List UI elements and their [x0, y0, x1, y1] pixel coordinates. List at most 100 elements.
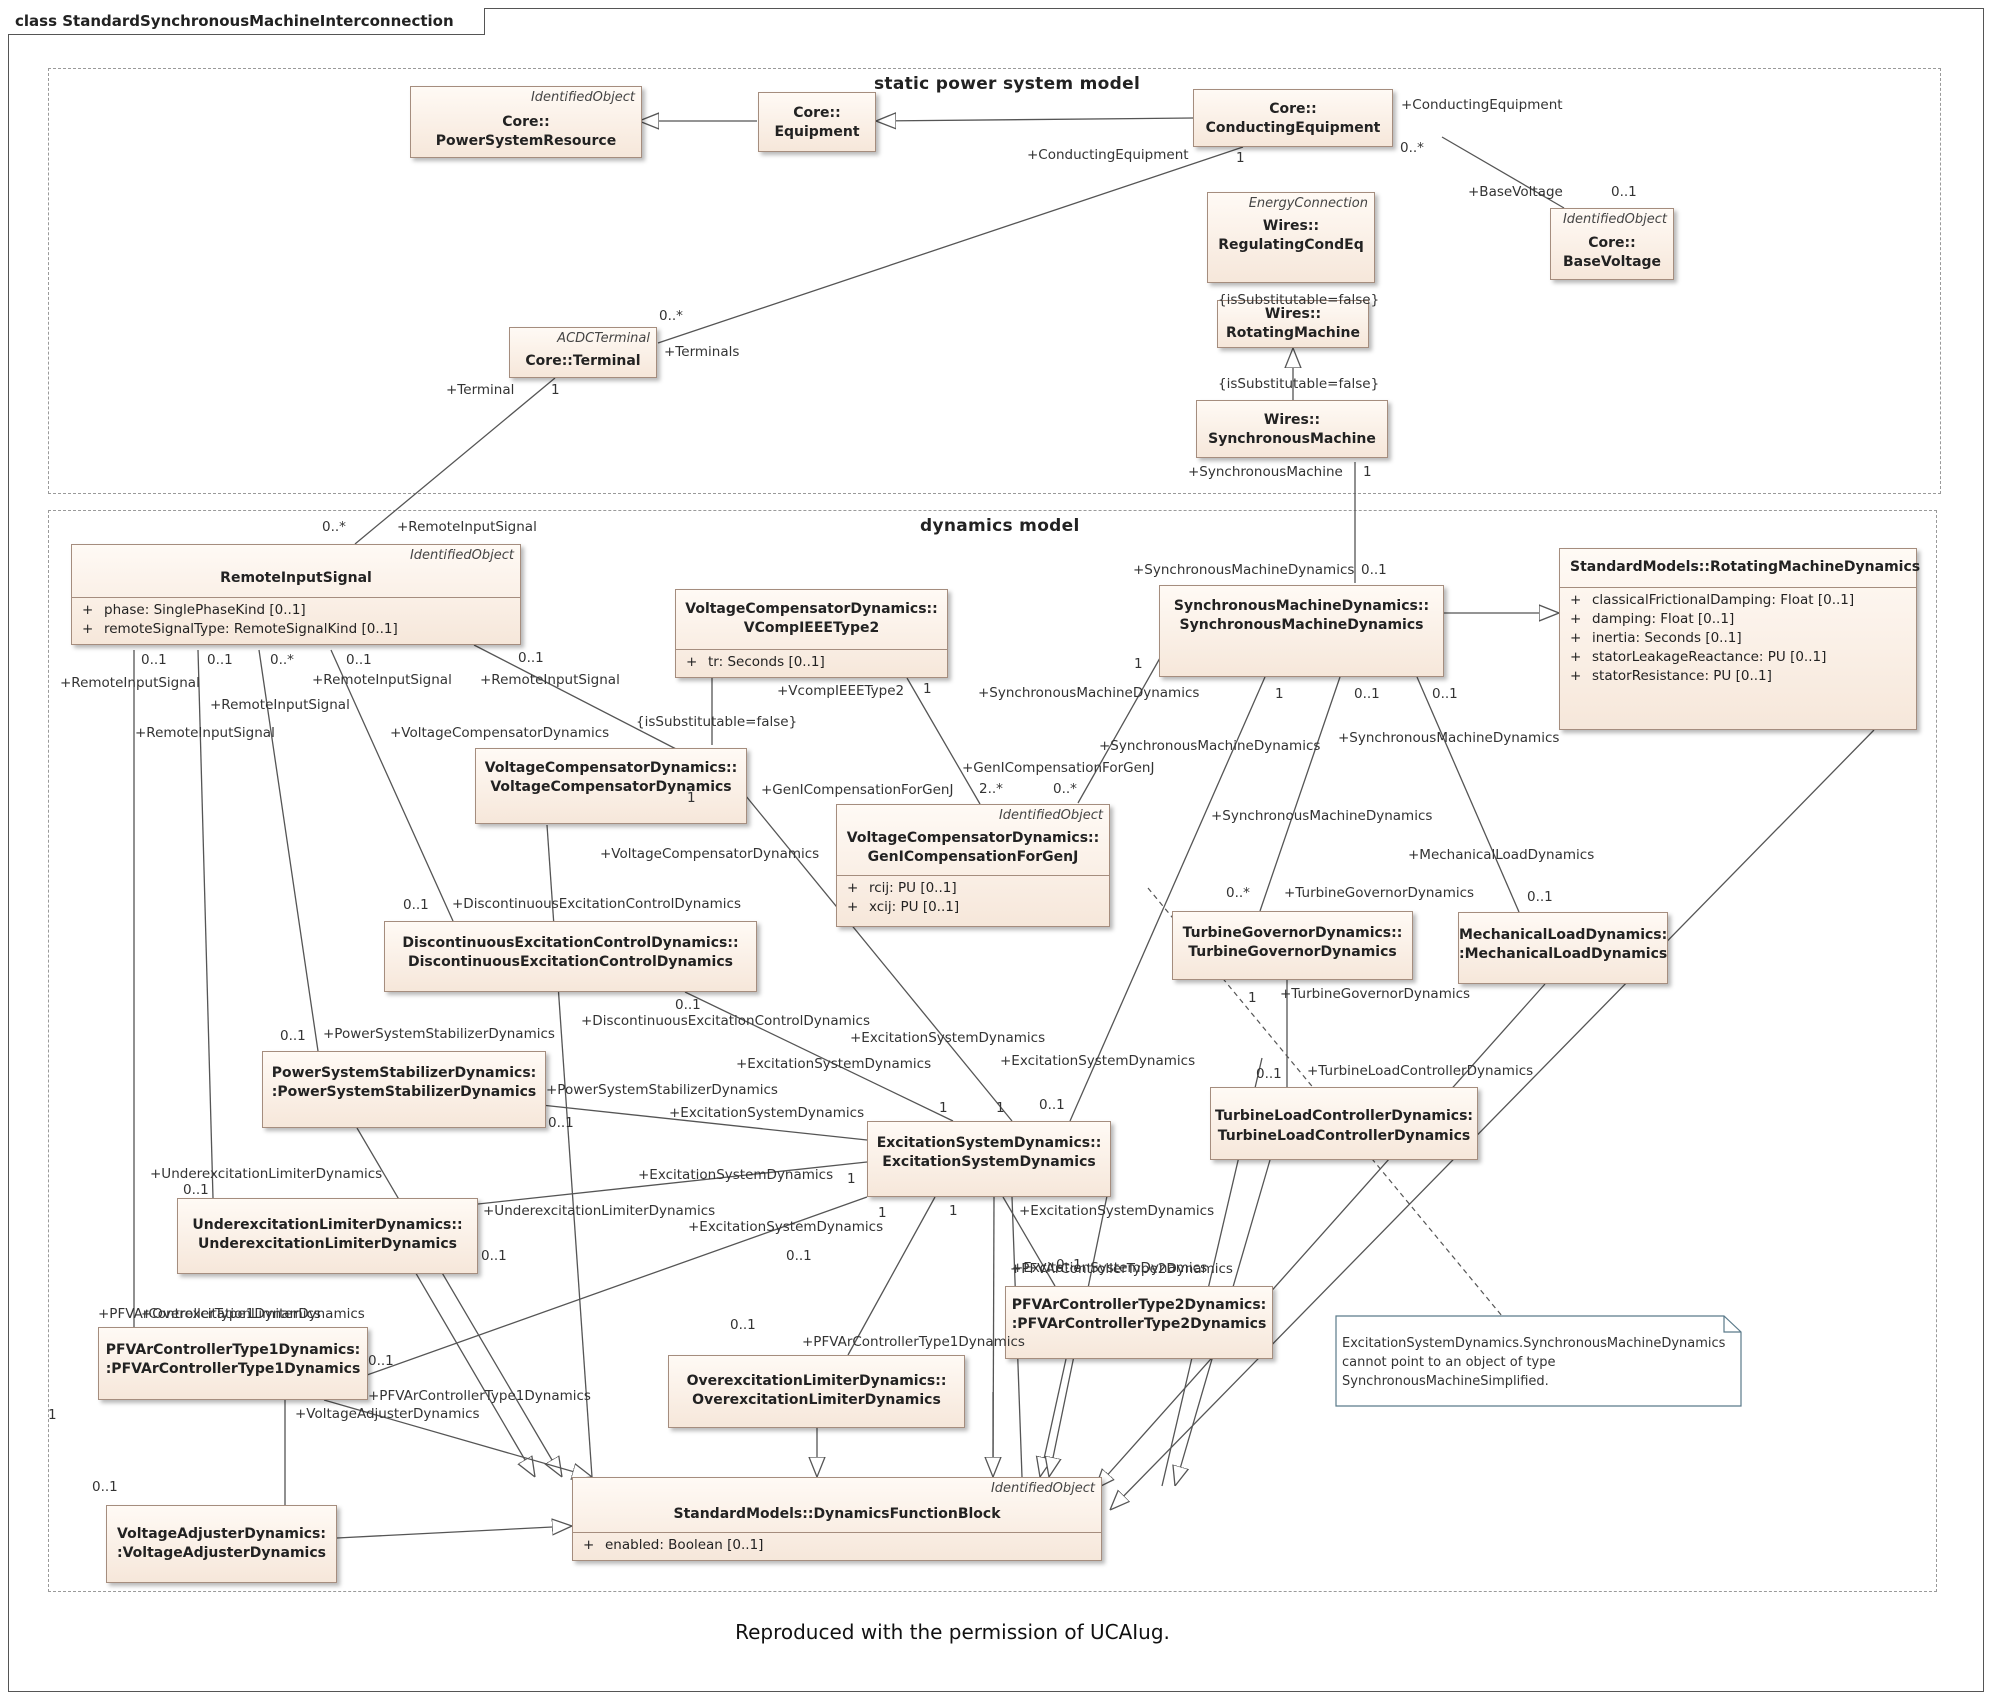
class-rotating-machine[interactable]: Wires:: RotatingMachine [1217, 300, 1369, 348]
package-static-power-system-model [48, 68, 1941, 494]
class-name-line1: DiscontinuousExcitationControlDynamics:: [402, 935, 739, 951]
class-name-line1: Core:: [1269, 101, 1317, 117]
class-name-line2: :PowerSystemStabilizerDynamics [271, 1084, 537, 1100]
stereotype: IdentifiedObject [409, 548, 514, 563]
class-name-line2: DiscontinuousExcitationControlDynamics [408, 954, 733, 970]
class-name-line1: PowerSystemStabilizerDynamics: [271, 1065, 537, 1081]
class-name-line2: :VoltageAdjusterDynamics [117, 1545, 326, 1561]
class-name-line2: BaseVoltage [1562, 254, 1662, 270]
class-name-line2: :PFVArControllerType1Dynamics [105, 1361, 361, 1377]
class-base-voltage[interactable]: IdentifiedObject Core:: BaseVoltage [1550, 208, 1674, 280]
class-name-line1: VoltageAdjusterDynamics: [117, 1526, 326, 1542]
class-name-line2: :MechanicalLoadDynamics [1459, 946, 1668, 962]
class-name-line2: SynchronousMachineDynamics [1179, 617, 1424, 633]
class-name-line2: RegulatingCondEq [1218, 237, 1364, 253]
class-rotating-machine-dynamics[interactable]: StandardModels::RotatingMachineDynamics … [1559, 548, 1921, 730]
stereotype: EnergyConnection [1248, 196, 1368, 211]
class-name-line2: TurbineGovernorDynamics [1188, 944, 1397, 960]
note-excitation-system: ExcitationSystemDynamics.SynchronousMach… [1342, 1336, 1726, 1389]
class-name-line2: VoltageCompensatorDynamics [490, 779, 732, 795]
class-voltage-compensator-dynamics[interactable]: VoltageCompensatorDynamics:: VoltageComp… [475, 748, 747, 824]
class-name-line1: VoltageCompensatorDynamics:: [685, 601, 938, 617]
class-name-line1: MechanicalLoadDynamics: [1459, 927, 1668, 943]
class-mechanical-load-dynamics[interactable]: MechanicalLoadDynamics: :MechanicalLoadD… [1458, 912, 1668, 984]
class-name-line1: ExcitationSystemDynamics:: [876, 1135, 1102, 1151]
diagram-frame-title: class StandardSynchronousMachineIntercon… [8, 8, 485, 35]
class-name-line1: Core:: [502, 114, 550, 130]
package-title-dynamics: dynamics model [920, 516, 1080, 536]
attribute-classical-frictional-damping: +classicalFrictionalDamping: Float [0..1… [1570, 592, 1855, 608]
class-name-line2: GenICompensationForGenJ [867, 849, 1079, 865]
class-overexcitation-limiter-dynamics[interactable]: OverexcitationLimiterDynamics:: Overexci… [668, 1355, 965, 1428]
class-synchronous-machine-dynamics[interactable]: SynchronousMachineDynamics:: Synchronous… [1159, 585, 1444, 677]
class-genl-compensation-for-genj[interactable]: IdentifiedObject VoltageCompensatorDynam… [836, 804, 1110, 927]
class-name-line1: Wires:: [1264, 306, 1322, 322]
class-excitation-system-dynamics[interactable]: ExcitationSystemDynamics:: ExcitationSys… [867, 1121, 1111, 1197]
footer-credit: Reproduced with the permission of UCAIug… [735, 1620, 1170, 1644]
class-dynamics-function-block[interactable]: IdentifiedObject StandardModels::Dynamic… [572, 1477, 1102, 1561]
stereotype: ACDCTerminal [557, 331, 650, 346]
class-name-line2: Equipment [774, 124, 860, 140]
stereotype: IdentifiedObject [1562, 212, 1667, 227]
class-name-line1: Core:: [1588, 235, 1636, 251]
class-name-line2: :PFVArControllerType2Dynamics [1011, 1316, 1267, 1332]
class-name-line1: Core::Terminal [525, 353, 641, 369]
attribute-inertia: +inertia: Seconds [0..1] [1570, 630, 1742, 646]
stereotype: IdentifiedObject [998, 808, 1103, 823]
class-name-line1: StandardModels::RotatingMachineDynamics [1570, 559, 1921, 575]
class-name-line1: StandardModels::DynamicsFunctionBlock [673, 1506, 1001, 1522]
class-pfvar-controller-type1-dynamics[interactable]: PFVArControllerType1Dynamics: :PFVArCont… [98, 1327, 368, 1400]
stereotype: IdentifiedObject [530, 90, 635, 105]
class-name-line1: PFVArControllerType1Dynamics: [105, 1342, 361, 1358]
class-name-line1: PFVArControllerType2Dynamics: [1011, 1297, 1267, 1313]
stereotype: IdentifiedObject [990, 1481, 1095, 1496]
class-name-line2: PowerSystemResource [435, 133, 617, 149]
package-title-static: static power system model [874, 74, 1141, 94]
class-underexcitation-limiter-dynamics[interactable]: UnderexcitationLimiterDynamics:: Underex… [177, 1198, 478, 1274]
class-synchronous-machine[interactable]: Wires:: SynchronousMachine [1196, 400, 1388, 458]
class-name-line1: Core:: [793, 105, 841, 121]
class-pfvar-controller-type2-dynamics[interactable]: PFVArControllerType2Dynamics: :PFVArCont… [1005, 1286, 1273, 1359]
class-name-line2: UnderexcitationLimiterDynamics [198, 1236, 457, 1252]
attribute-tr: +tr: Seconds [0..1] [686, 654, 825, 670]
diagram-frame [8, 8, 1984, 1692]
class-turbine-load-controller-dynamics[interactable]: TurbineLoadControllerDynamics: TurbineLo… [1210, 1087, 1478, 1160]
class-name-line1: SynchronousMachineDynamics:: [1173, 598, 1430, 614]
class-vcomp-ieee-type2[interactable]: VoltageCompensatorDynamics:: VCompIEEETy… [675, 589, 948, 678]
attribute-enabled: +enabled: Boolean [0..1] [583, 1537, 764, 1553]
attribute-rcij: +rcij: PU [0..1] [847, 880, 957, 896]
class-name-line2: VCompIEEEType2 [743, 620, 880, 636]
class-regulating-cond-eq[interactable]: EnergyConnection Wires:: RegulatingCondE… [1207, 192, 1375, 283]
class-name-line1: VoltageCompensatorDynamics:: [846, 830, 1100, 846]
class-name-line1: VoltageCompensatorDynamics:: [484, 760, 738, 776]
class-equipment[interactable]: Core:: Equipment [758, 92, 876, 152]
class-name-line2: ConductingEquipment [1205, 120, 1381, 136]
class-discontinuous-excitation-control-dynamics[interactable]: DiscontinuousExcitationControlDynamics::… [384, 921, 757, 992]
class-power-system-stabilizer-dynamics[interactable]: PowerSystemStabilizerDynamics: :PowerSys… [262, 1051, 546, 1128]
class-terminal[interactable]: ACDCTerminal Core::Terminal [509, 327, 657, 378]
class-name-line2: RotatingMachine [1226, 325, 1360, 341]
class-turbine-governor-dynamics[interactable]: TurbineGovernorDynamics:: TurbineGoverno… [1172, 911, 1413, 980]
class-name-line1: RemoteInputSignal [220, 570, 372, 586]
attribute-remote-signal-type: +remoteSignalType: RemoteSignalKind [0..… [82, 621, 398, 637]
note-shape [1335, 1315, 1742, 1407]
class-name-line2: ExcitationSystemDynamics [882, 1154, 1096, 1170]
class-name-line1: UnderexcitationLimiterDynamics:: [192, 1217, 463, 1233]
class-remote-input-signal[interactable]: IdentifiedObject RemoteInputSignal +phas… [71, 544, 521, 645]
class-conducting-equipment[interactable]: Core:: ConductingEquipment [1193, 89, 1393, 147]
attribute-damping: +damping: Float [0..1] [1570, 611, 1735, 627]
class-name-line1: Wires:: [1262, 218, 1320, 234]
class-voltage-adjuster-dynamics[interactable]: VoltageAdjusterDynamics: :VoltageAdjuste… [106, 1505, 337, 1583]
class-name-line2: TurbineLoadControllerDynamics [1217, 1128, 1471, 1144]
class-name-line1: TurbineLoadControllerDynamics: [1214, 1108, 1474, 1124]
attribute-phase: +phase: SinglePhaseKind [0..1] [82, 602, 306, 618]
class-name-line1: TurbineGovernorDynamics:: [1182, 925, 1403, 941]
class-name-line2: OverexcitationLimiterDynamics [692, 1392, 941, 1408]
class-name-line2: SynchronousMachine [1208, 431, 1376, 447]
class-power-system-resource[interactable]: IdentifiedObject Core:: PowerSystemResou… [410, 86, 642, 158]
attribute-stator-resistance: +statorResistance: PU [0..1] [1570, 668, 1772, 684]
class-name-line1: OverexcitationLimiterDynamics:: [686, 1373, 947, 1389]
class-name-line1: Wires:: [1263, 412, 1321, 428]
package-dynamics-model [48, 510, 1937, 1592]
